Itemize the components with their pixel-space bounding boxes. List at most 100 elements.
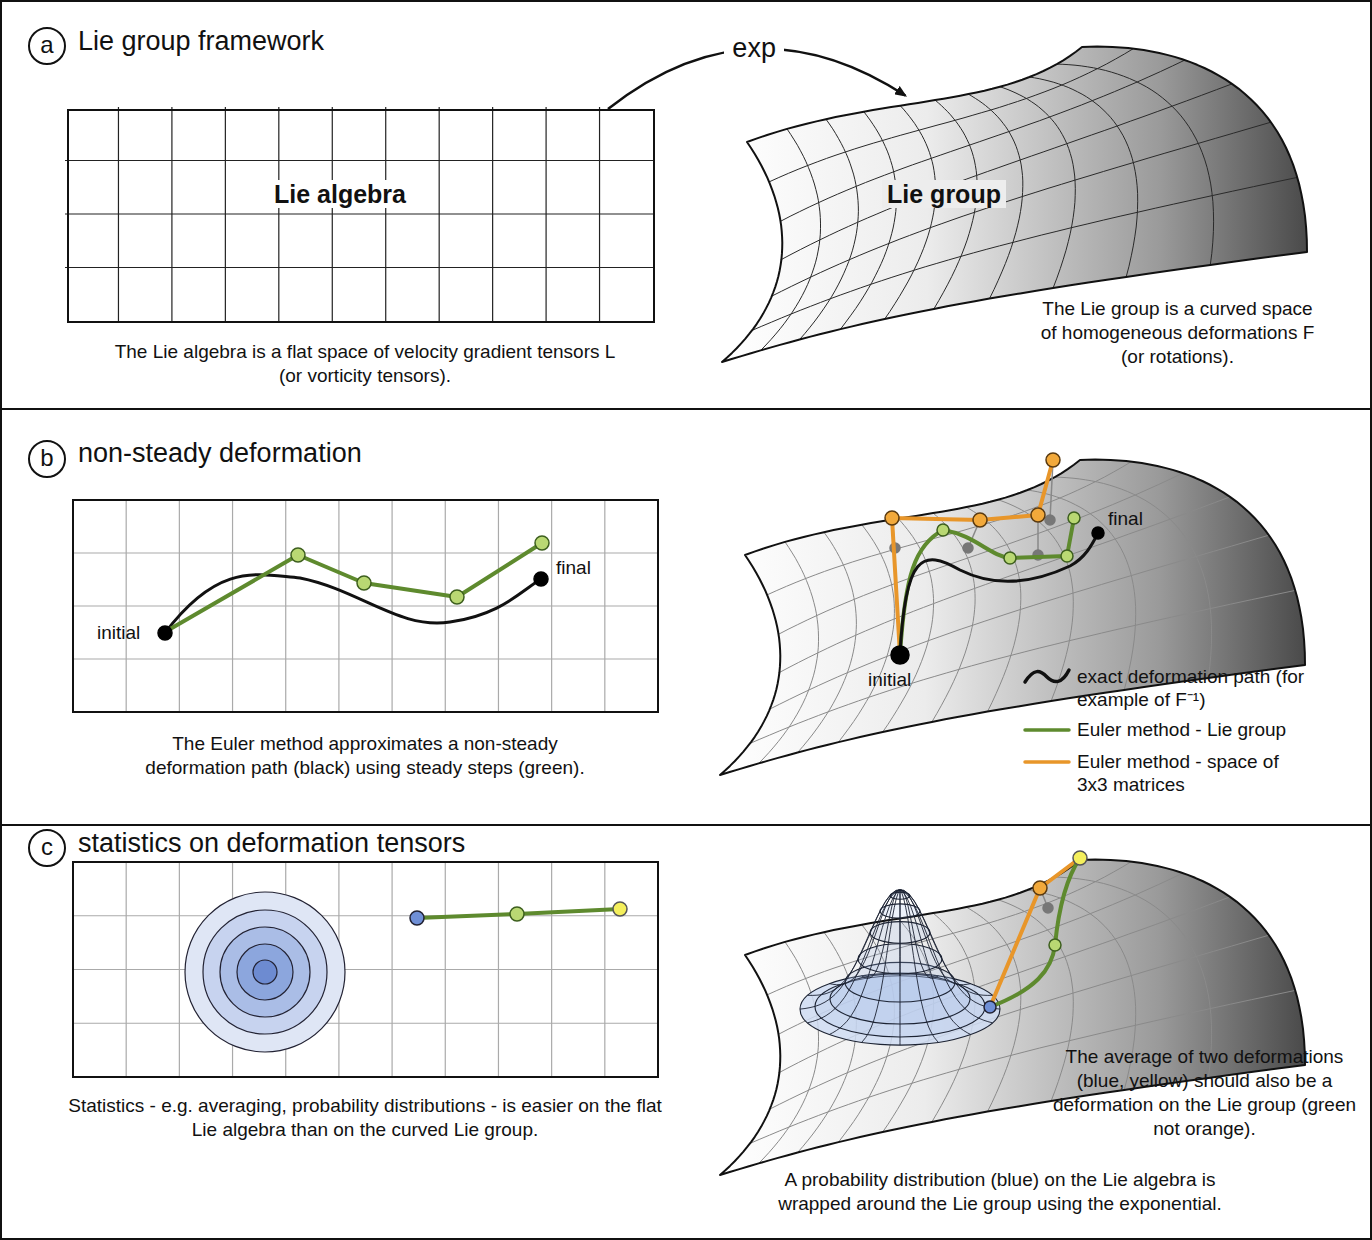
average-group-path bbox=[990, 858, 1080, 1007]
edge-label: exp bbox=[724, 34, 784, 64]
surface-grid-line bbox=[779, 497, 1230, 673]
distribution-meridian bbox=[900, 890, 938, 978]
panel-letter-text: b bbox=[40, 444, 53, 472]
grid-line bbox=[65, 213, 653, 214]
surface-grid-line bbox=[767, 462, 1131, 595]
state-dot bbox=[1004, 552, 1016, 564]
region-label: Lie algebra bbox=[269, 180, 411, 209]
exact-path bbox=[900, 533, 1098, 655]
point-label: final bbox=[556, 556, 591, 580]
distribution-meridian bbox=[900, 890, 992, 995]
state-dot bbox=[357, 576, 371, 590]
caption: The average of two deformations (blue, y… bbox=[1042, 1045, 1367, 1141]
state-dot bbox=[1043, 903, 1053, 913]
state-dot bbox=[1092, 527, 1104, 539]
surface-grid-line bbox=[1055, 477, 1212, 678]
surface-grid-line bbox=[883, 519, 934, 732]
surface-grid-line bbox=[759, 942, 819, 1164]
grid-line bbox=[73, 658, 658, 659]
state-dot bbox=[510, 907, 524, 921]
distribution-meridian bbox=[900, 890, 1000, 1009]
legend-text: exact deformation path (for example of F… bbox=[1077, 665, 1309, 711]
state-dot bbox=[1031, 508, 1045, 522]
distribution-meridian bbox=[808, 890, 900, 995]
grid-line bbox=[65, 160, 653, 161]
distribution-contour bbox=[237, 944, 293, 1000]
euler-group-path bbox=[900, 518, 1074, 655]
state-dot bbox=[885, 511, 899, 525]
surface-grid-line bbox=[759, 542, 819, 764]
caption: Statistics - e.g. averaging, probability… bbox=[55, 1094, 675, 1142]
exact-path bbox=[165, 575, 541, 633]
state-dot bbox=[984, 1001, 996, 1013]
panel-heading: Lie group framework bbox=[78, 26, 324, 57]
caption: The Euler method approximates a non-stea… bbox=[120, 732, 610, 780]
state-dot bbox=[973, 513, 987, 527]
grid-line bbox=[73, 552, 658, 553]
state-dot bbox=[291, 548, 305, 562]
distribution-meridian bbox=[900, 890, 901, 976]
state-dot bbox=[613, 902, 627, 916]
distribution-meridian bbox=[829, 890, 900, 985]
grid-line bbox=[73, 605, 658, 606]
surface-grid-line bbox=[998, 500, 1073, 701]
distribution-meridian bbox=[862, 890, 900, 1042]
surface-grid-line bbox=[761, 129, 821, 351]
surface-grid-line bbox=[772, 122, 1271, 296]
state-dot bbox=[158, 626, 172, 640]
caption: A probability distribution (blue) on the… bbox=[760, 1168, 1240, 1216]
panel-letter: b bbox=[28, 440, 66, 478]
lie-algebra-box: Lie algebra bbox=[67, 109, 655, 323]
state-dot bbox=[1046, 453, 1060, 467]
state-dot bbox=[937, 524, 949, 536]
caption: The Lie group is a curved space of homog… bbox=[1040, 297, 1315, 369]
panel-heading: non-steady deformation bbox=[78, 438, 362, 469]
distribution-meridian bbox=[900, 890, 971, 1035]
distribution-meridian bbox=[800, 890, 900, 1009]
state-dot bbox=[1068, 512, 1080, 524]
state-dot bbox=[891, 646, 909, 664]
state-dot bbox=[535, 536, 549, 550]
panel-letter-text: a bbox=[40, 31, 53, 59]
grid-line bbox=[73, 969, 658, 970]
euler-path bbox=[165, 543, 542, 632]
surface-grid-line bbox=[1029, 77, 1137, 277]
surface-grid-line bbox=[966, 507, 1020, 711]
state-dot bbox=[1061, 550, 1073, 562]
legend-text: Euler method - Lie group bbox=[1077, 718, 1309, 741]
surface-grid-line bbox=[769, 49, 1133, 182]
legend-line-sample bbox=[1022, 719, 1072, 741]
caption: The Lie algebra is a flat space of veloc… bbox=[110, 340, 620, 388]
surface-grid-line bbox=[800, 119, 859, 339]
state-dot bbox=[1033, 881, 1047, 895]
distribution-meridian bbox=[829, 890, 900, 1035]
distribution-meridian bbox=[900, 890, 971, 985]
state-dot bbox=[410, 911, 424, 925]
distribution-meridian bbox=[808, 890, 900, 1023]
point-label: initial bbox=[868, 668, 911, 692]
state-dot bbox=[450, 590, 464, 604]
distribution-contour bbox=[185, 892, 345, 1052]
surface-grid-line bbox=[798, 532, 857, 752]
surface-grid-line bbox=[779, 473, 1183, 634]
state-dot bbox=[1049, 939, 1061, 951]
grid-line bbox=[65, 267, 653, 268]
surface-grid-line bbox=[1000, 87, 1075, 288]
state-dot bbox=[534, 572, 548, 586]
state-dot bbox=[963, 543, 973, 553]
grid-line bbox=[73, 1023, 658, 1024]
state-dot bbox=[1045, 515, 1055, 525]
distribution-meridian bbox=[862, 890, 900, 978]
grid-border bbox=[73, 862, 658, 1077]
surface-grid-line bbox=[798, 932, 857, 1152]
panel-letter: a bbox=[28, 27, 66, 65]
panel-letter-text: c bbox=[41, 833, 53, 861]
surface-grid-line bbox=[781, 60, 1185, 221]
state-dot bbox=[1073, 851, 1087, 865]
distribution-meridian bbox=[900, 890, 901, 1045]
point-label: initial bbox=[97, 621, 140, 645]
grid-border bbox=[73, 500, 658, 712]
legend-text: Euler method - space of 3x3 matrices bbox=[1077, 750, 1309, 796]
point-label: final bbox=[1108, 507, 1143, 531]
surface-grid-line bbox=[781, 84, 1232, 260]
